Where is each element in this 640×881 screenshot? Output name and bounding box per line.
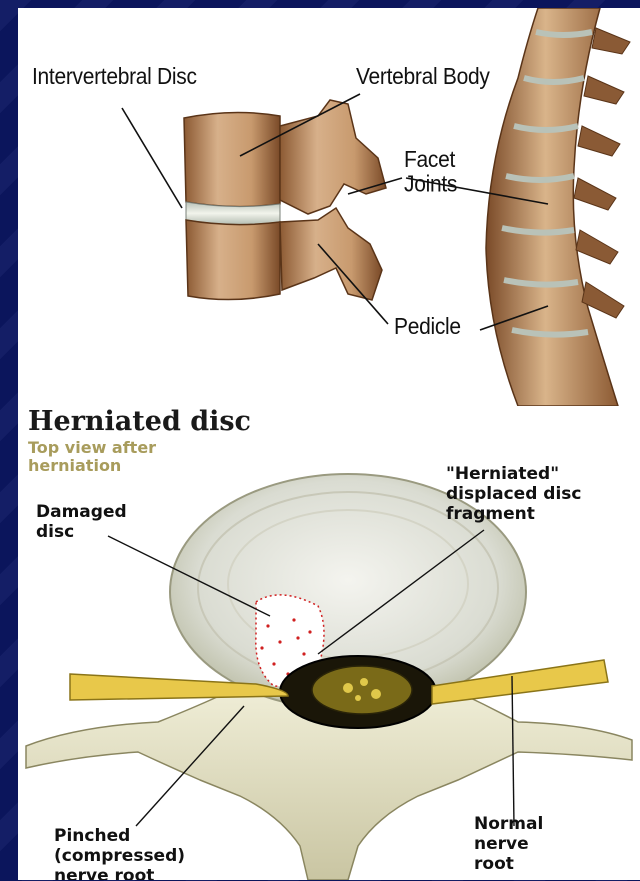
label-facet-joints: Facet Joints [404,148,457,197]
label-damaged-disc: Damaged disc [36,502,127,542]
lower-vertebral-body [186,220,280,300]
herniated-disc-title: Herniated disc [28,406,251,437]
herniated-disc-subtitle: Top view after herniation [28,439,156,475]
label-pedicle: Pedicle [394,314,461,341]
lower-posterior-elements [280,208,382,300]
label-vertebral-body: Vertebral Body [356,64,490,91]
label-herniated-fragment: "Herniated" displaced disc fragment [446,464,581,524]
label-intervertebral-disc: Intervertebral Disc [32,64,197,91]
herniated-disc-panel: Herniated disc Top view after herniation… [18,406,640,880]
spinal-cord [312,666,412,714]
label-normal-nerve-root: Normal nerve root [474,814,543,874]
label-pinched-nerve-root: Pinched (compressed) nerve root [54,826,185,880]
upper-posterior-elements [280,100,386,214]
spine-anatomy-panel: Intervertebral Disc Vertebral Body Facet… [18,8,640,406]
upper-vertebral-body [184,112,280,206]
